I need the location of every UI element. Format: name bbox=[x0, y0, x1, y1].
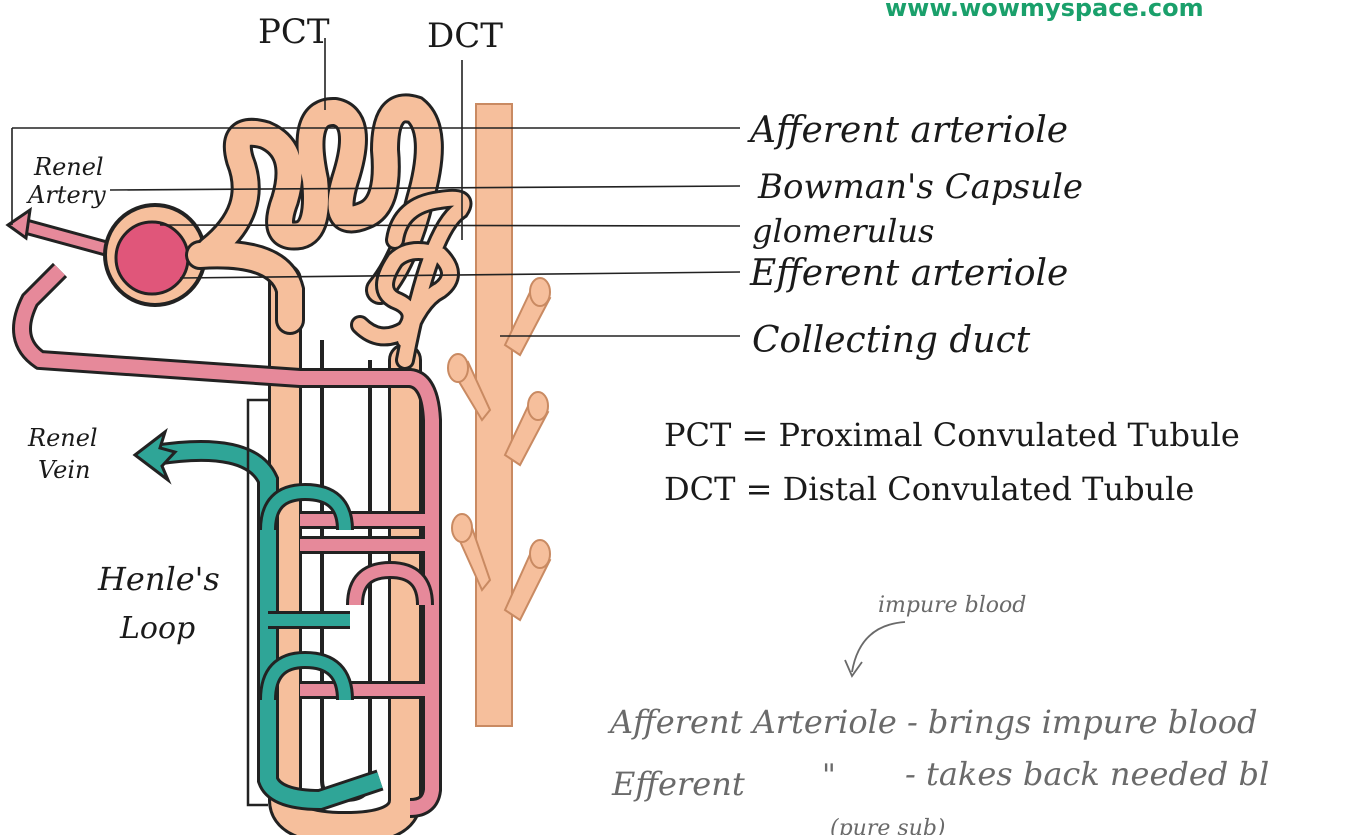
dct-label: DCT bbox=[427, 16, 503, 56]
henle-loop-label-2: Loop bbox=[119, 611, 195, 646]
annotation-arrow bbox=[845, 622, 905, 676]
note-line-2-a: Efferent bbox=[611, 765, 745, 803]
note-line-2-b: " bbox=[822, 758, 836, 793]
pct-definition: PCT = Proximal Convulated Tubule bbox=[664, 416, 1240, 454]
glomerulus-label: glomerulus bbox=[752, 212, 934, 250]
bowmans-capsule-label: Bowman's Capsule bbox=[757, 167, 1083, 207]
renal-artery-label-2: Artery bbox=[26, 181, 106, 209]
dct-definition: DCT = Distal Convulated Tubule bbox=[664, 470, 1194, 508]
pct-label: PCT bbox=[258, 12, 330, 52]
renal-artery-label-1: Renel bbox=[33, 153, 104, 181]
efferent-arteriole-label: Efferent arteriole bbox=[749, 253, 1068, 294]
renal-vein-label-2: Vein bbox=[38, 456, 90, 484]
watermark: www.wowmyspace.com bbox=[885, 0, 1204, 22]
note-line-3: (pure sub) bbox=[830, 816, 946, 835]
renal-vein-label-1: Renel bbox=[27, 424, 98, 452]
afferent-arteriole-label: Afferent arteriole bbox=[747, 110, 1068, 151]
collecting-duct-label: Collecting duct bbox=[752, 320, 1031, 361]
impure-blood-annotation: impure blood bbox=[878, 593, 1026, 618]
note-line-1: Afferent Arteriole - brings impure blood bbox=[607, 703, 1257, 741]
henle-loop-label-1: Henle's bbox=[97, 560, 220, 598]
note-line-2-c: - takes back needed bl bbox=[905, 755, 1269, 793]
